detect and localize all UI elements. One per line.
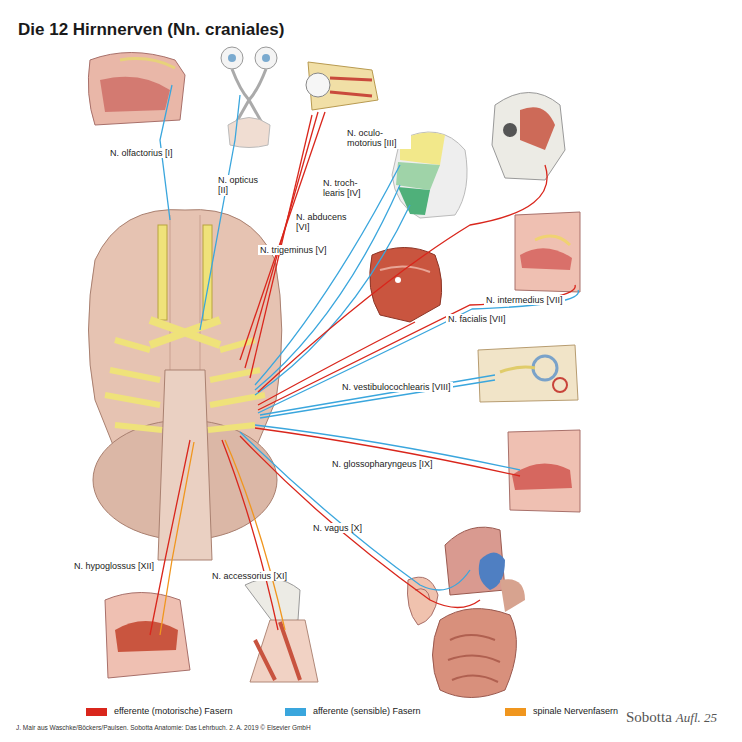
- nose-figure: [88, 53, 185, 126]
- nerve-label: N. abducens [VI]: [294, 212, 356, 233]
- inner-ear-figure: [478, 345, 578, 402]
- legend-swatch: [86, 708, 107, 716]
- nerve-label: N. hypoglossus [XII]: [72, 561, 156, 571]
- nerve-label: N. olfactorius [I]: [108, 148, 175, 158]
- brain-figure: [89, 210, 282, 560]
- diagram-title: Die 12 Hirnnerven (Nn. craniales): [18, 20, 284, 40]
- legend-swatch: [285, 708, 306, 716]
- orbit-figure: [306, 62, 378, 110]
- source-note: J. Mair aus Waschke/Böckers/Paulsen. Sob…: [16, 724, 311, 731]
- legend-text: afferente (sensible) Fasern: [313, 706, 420, 716]
- nerve-label: N. vagus [X]: [311, 523, 364, 533]
- neck-figure: [245, 579, 318, 682]
- optic-figure: [221, 47, 277, 148]
- nerve-label: N. opticus [II]: [216, 175, 268, 196]
- publisher-mark: Sobotta: [626, 709, 672, 726]
- nerve-label: N. glossopharyngeus [IX]: [330, 459, 435, 469]
- nerve-fibres: [150, 85, 578, 635]
- nerve-label: N. oculo- motorius [III]: [345, 128, 411, 149]
- legend-swatch: [505, 708, 526, 716]
- nerve-label: N. facialis [VII]: [446, 314, 508, 324]
- nerve-label: N. accessorius [XI]: [210, 571, 289, 581]
- nerve-label: N. troch- learis [IV]: [321, 178, 375, 199]
- nerve-label: N. trigeminus [V]: [258, 245, 329, 255]
- edition-mark: Aufl. 25: [676, 711, 717, 726]
- legend-text: spinale Nervenfasern: [533, 706, 618, 716]
- legend-text: efferente (motorische) Fasern: [114, 706, 232, 716]
- nerve-label: N. vestibulocochlearis [VIII]: [340, 382, 453, 392]
- nerve-label: N. intermedius [VII]: [484, 295, 565, 305]
- tongue-head-figure: [105, 593, 190, 679]
- viscera-figure: [433, 527, 526, 697]
- tongue-figure: [508, 430, 580, 512]
- mouth-figure: [515, 212, 580, 292]
- skull-figure: [492, 93, 565, 181]
